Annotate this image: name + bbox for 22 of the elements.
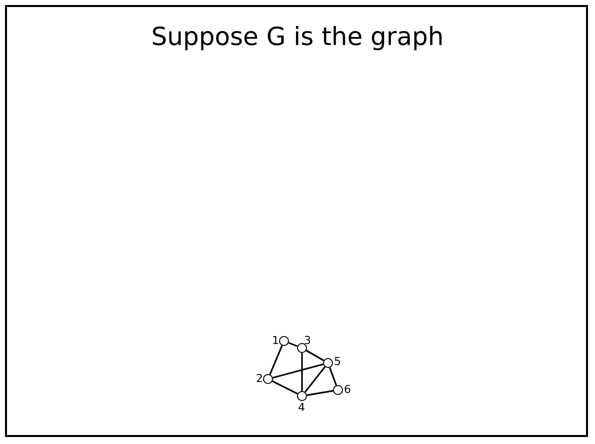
graph-vertex: [263, 374, 273, 384]
slide-title: Suppose G is the graph: [150, 22, 445, 51]
vertex-label: 2: [256, 373, 263, 385]
graph-edge: [272, 380, 298, 394]
graph-vertex: [333, 385, 343, 395]
graph-edge: [269, 345, 283, 375]
graph-edge: [304, 366, 326, 393]
graph-edge: [288, 342, 298, 347]
vertex-label: 4: [298, 402, 305, 414]
vertex-label: 3: [304, 335, 311, 347]
graph-vertex: [323, 358, 333, 368]
graph-edge: [306, 350, 324, 362]
graph-edge: [306, 390, 334, 396]
vertex-label: 1: [272, 335, 279, 347]
graph-vertex: [279, 336, 289, 346]
vertex-label: 6: [344, 384, 351, 396]
graph-edge: [272, 364, 324, 378]
graph-vertex: [297, 391, 307, 401]
graph-edge: [328, 367, 338, 386]
graph-vertex: [297, 343, 307, 353]
graph-edge: [301, 353, 303, 391]
vertex-label: 5: [334, 356, 341, 368]
